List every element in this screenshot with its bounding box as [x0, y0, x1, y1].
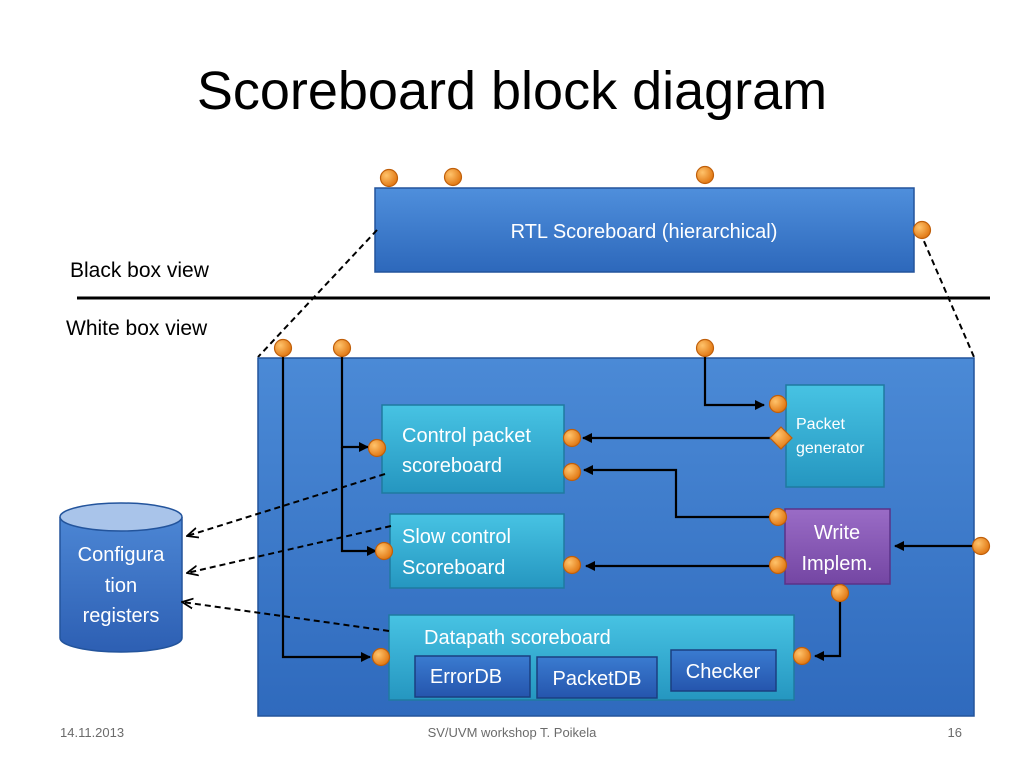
config-registers-label-line3: registers	[83, 605, 160, 627]
packetdb-label: PacketDB	[553, 668, 642, 690]
errordb-label: ErrorDB	[430, 666, 502, 688]
config-registers-cylinder	[59, 502, 183, 653]
port-write-1	[768, 507, 788, 527]
config-registers-label-line1: Configura	[78, 544, 166, 566]
arrow-write-to-datapath	[814, 594, 842, 661]
port-datapath-right	[792, 646, 812, 666]
port-slow-control-out	[562, 555, 582, 575]
arrow-port-to-packet-generator	[703, 349, 765, 410]
rtl-scoreboard-label: RTL Scoreboard (hierarchical)	[511, 221, 778, 243]
port-datapath-in	[371, 647, 391, 667]
slide-title: Scoreboard block diagram	[196, 61, 828, 121]
footer-center: SV/UVM workshop T. Poikela	[427, 725, 597, 740]
control-packet-label-line2: scoreboard	[402, 455, 502, 477]
packet-generator-label-line1: Packet	[796, 416, 845, 433]
arrow-port-to-slow-control	[340, 447, 377, 556]
port-write-2	[768, 555, 788, 575]
config-registers-label-line2: tion	[105, 575, 137, 597]
port-packet-generator-diamond	[769, 426, 793, 450]
packetdb-block	[536, 656, 658, 699]
port-wb-1	[273, 338, 293, 358]
port-rtl-2	[443, 167, 463, 187]
zoom-line-right	[919, 231, 975, 358]
dashed-arrow-slow-to-config	[187, 525, 392, 573]
port-packet-generator-in	[768, 394, 788, 414]
port-write-bottom	[830, 583, 850, 603]
black-box-view-label: Black box view	[70, 259, 209, 282]
footer-page-number: 16	[947, 725, 962, 740]
rtl-scoreboard-block	[374, 187, 915, 273]
errordb-block	[414, 655, 531, 698]
datapath-label: Datapath scoreboard	[424, 627, 611, 649]
slow-control-label-line2: Scoreboard	[402, 557, 505, 579]
white-box-view-label: White box view	[66, 317, 208, 340]
slow-control-scoreboard-block	[389, 513, 565, 589]
control-packet-label-line1: Control packet	[402, 425, 531, 447]
packet-generator-block	[785, 384, 885, 488]
arrow-port-to-datapath	[281, 349, 371, 662]
packet-generator-label-line2: generator	[796, 440, 865, 457]
checker-label: Checker	[686, 661, 761, 683]
port-write-input	[971, 536, 991, 556]
arrow-write-to-control-packet	[583, 465, 778, 519]
port-rtl-1	[379, 168, 399, 188]
port-control-packet-out-1	[562, 428, 582, 448]
port-rtl-right	[912, 220, 932, 240]
port-control-packet-in	[367, 438, 387, 458]
dashed-arrow-control-to-config	[187, 473, 386, 536]
port-slow-control-in	[374, 541, 394, 561]
dashed-arrow-datapath-to-config	[182, 602, 390, 632]
checker-block	[670, 649, 777, 692]
write-implem-block	[784, 508, 891, 585]
port-wb-2	[332, 338, 352, 358]
footer-date: 14.11.2013	[60, 725, 125, 740]
port-rtl-3	[695, 165, 715, 185]
port-control-packet-out-2	[562, 462, 582, 482]
slow-control-label-line1: Slow control	[402, 526, 511, 548]
write-implem-label-line2: Implem.	[801, 553, 872, 575]
write-implem-label-line1: Write	[814, 522, 860, 544]
control-packet-scoreboard-block	[381, 404, 565, 494]
port-wb-3	[695, 338, 715, 358]
zoom-line-left	[257, 229, 378, 358]
